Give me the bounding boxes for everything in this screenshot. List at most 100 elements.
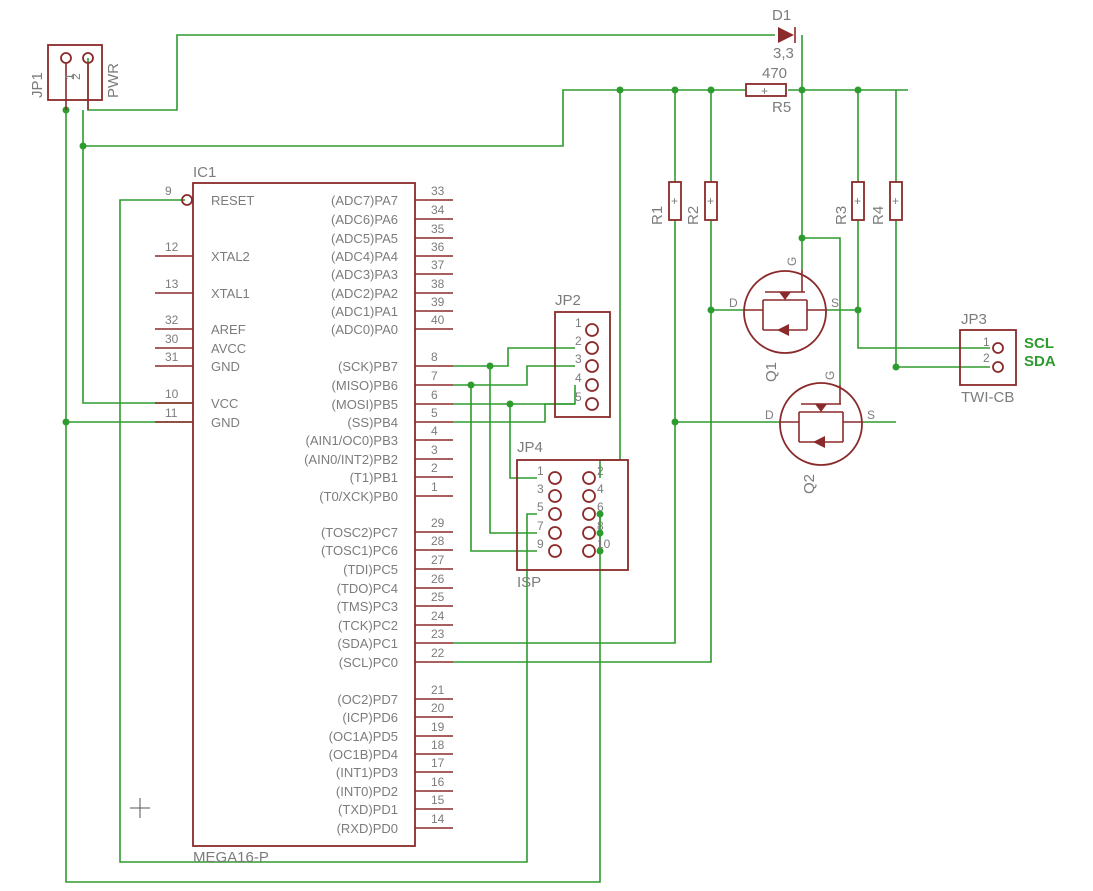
ic1-ref: IC1 <box>193 164 216 181</box>
junction <box>62 418 70 426</box>
d1-ref: D1 <box>772 7 791 24</box>
ic1-chip: IC1 MEGA16-P 9RESET12XTAL213XTAL132AREF3… <box>155 164 453 866</box>
ic1-pin-number: 38 <box>431 277 445 291</box>
ic1-pin-number: 19 <box>431 720 445 734</box>
ic1-pin-name: AVCC <box>211 341 246 356</box>
svg-text:+: + <box>892 194 899 208</box>
jp3-scl-label: SCL <box>1024 335 1054 352</box>
jp2-ref: JP2 <box>555 292 581 309</box>
ic1-pin-name: (ADC3)PA3 <box>331 267 398 282</box>
ic1-pin-name: GND <box>211 359 240 374</box>
ic1-pin-number: 2 <box>431 461 438 475</box>
ic1-pin-number: 17 <box>431 756 445 770</box>
jp4-pin6: 6 <box>597 500 604 514</box>
junction <box>486 362 494 370</box>
ic1-pin-name: VCC <box>211 396 238 411</box>
ic1-pin-number: 36 <box>431 240 445 254</box>
d1-diode: D1 3,3 <box>772 7 796 62</box>
junction <box>506 400 514 408</box>
wire-q2-gate <box>802 237 841 385</box>
ic1-pin-name: (TOSC2)PC7 <box>321 525 398 540</box>
ic1-pin-number: 40 <box>431 313 445 327</box>
jp1-connector: 1 2 JP1 PWR <box>29 44 122 110</box>
ic1-pin-name: (ADC1)PA1 <box>331 304 398 319</box>
svg-text:+: + <box>854 194 861 208</box>
svg-text:+: + <box>761 84 768 98</box>
ic1-pin-number: 32 <box>165 313 179 327</box>
jp4-ref: JP4 <box>517 439 543 456</box>
r5-resistor: + 470 R5 <box>745 65 791 116</box>
r2-ref: R2 <box>685 206 702 225</box>
jp1-value: PWR <box>105 63 122 98</box>
ic1-pin-name: (SCK)PB7 <box>338 359 398 374</box>
ic1-pin-number: 14 <box>431 812 445 826</box>
ic1-pin-name: (ADC7)PA7 <box>331 193 398 208</box>
ic1-pin-name: (ADC0)PA0 <box>331 322 398 337</box>
ic1-pin-number: 35 <box>431 222 445 236</box>
jp4-pin3: 3 <box>537 482 544 496</box>
ic1-pin-name: (SCL)PC0 <box>339 655 398 670</box>
jp2-pin2: 2 <box>575 334 582 348</box>
ic1-pin-number: 39 <box>431 295 445 309</box>
ic1-pin-number: 16 <box>431 775 445 789</box>
wire-isp-miso <box>470 385 537 552</box>
ic1-pin-number: 8 <box>431 350 438 364</box>
ic1-pin-number: 28 <box>431 534 445 548</box>
ic1-pin-name: (OC2)PD7 <box>337 692 398 707</box>
r5-value: 470 <box>762 65 787 82</box>
r1-ref: R1 <box>649 206 666 225</box>
q2-g-label: G <box>823 371 837 380</box>
wire-isp-gnd <box>65 421 601 883</box>
junction <box>596 547 604 555</box>
ic1-pin-number: 22 <box>431 646 445 660</box>
ic1-pin-name: (ADC5)PA5 <box>331 231 398 246</box>
q2-s-label: S <box>867 408 875 422</box>
ic1-pin-name: (AIN1/OC0)PB3 <box>306 433 398 448</box>
ic1-pin-name: (OC1B)PD4 <box>329 747 398 762</box>
q1-d-label: D <box>729 296 738 310</box>
ic1-pin-number: 37 <box>431 258 445 272</box>
junction <box>798 86 806 94</box>
ic1-pin-number: 33 <box>431 184 445 198</box>
d1-value: 3,3 <box>773 45 794 62</box>
junction <box>467 381 475 389</box>
ic1-pin-number: 21 <box>431 683 445 697</box>
jp1-pin2: 2 <box>69 73 83 80</box>
ic1-pin-number: 24 <box>431 609 445 623</box>
r3-resistor: + R3 <box>833 181 865 225</box>
ic1-pin-number: 29 <box>431 516 445 530</box>
ic1-pin-number: 27 <box>431 553 445 567</box>
ic1-value: MEGA16-P <box>193 849 269 866</box>
ic1-pin-number: 6 <box>431 388 438 402</box>
ic1-pin-number: 4 <box>431 424 438 438</box>
ic1-left-pins: 9RESET12XTAL213XTAL132AREF30AVCC31GND10V… <box>155 184 254 430</box>
wire-vcc-rail <box>82 89 745 147</box>
r4-resistor: + R4 <box>870 181 903 225</box>
jp4-pin4: 4 <box>597 482 604 496</box>
junction <box>707 86 715 94</box>
ic1-pin-name: (TMS)PC3 <box>337 599 398 614</box>
ic1-pin-name: (MOSI)PB5 <box>332 397 398 412</box>
svg-text:+: + <box>707 194 714 208</box>
ic1-pin-name: (SDA)PC1 <box>337 636 398 651</box>
svg-text:+: + <box>671 194 678 208</box>
jp3-pin2: 2 <box>983 351 990 365</box>
jp1-pin1: 1 <box>63 73 77 80</box>
r3-ref: R3 <box>833 206 850 225</box>
ic1-pin-name: (ICP)PD6 <box>342 710 398 725</box>
ic1-pin-name: (ADC4)PA4 <box>331 249 398 264</box>
ic1-pin-name: XTAL1 <box>211 286 250 301</box>
jp4-pin9: 9 <box>537 537 544 551</box>
r2-resistor: + R2 <box>685 181 718 225</box>
jp4-pin7: 7 <box>537 519 544 533</box>
ic1-pin-number: 23 <box>431 627 445 641</box>
junction <box>596 529 604 537</box>
ic1-pin-number: 9 <box>165 184 172 198</box>
junction <box>671 418 679 426</box>
ic1-right-pins: 33(ADC7)PA734(ADC6)PA635(ADC5)PA536(ADC4… <box>304 184 453 836</box>
ic1-pin-name: (SS)PB4 <box>347 415 398 430</box>
wire-vcc-left <box>82 146 192 404</box>
ic1-pin-number: 1 <box>431 480 438 494</box>
junction <box>798 234 806 242</box>
ic1-pin-number: 18 <box>431 738 445 752</box>
